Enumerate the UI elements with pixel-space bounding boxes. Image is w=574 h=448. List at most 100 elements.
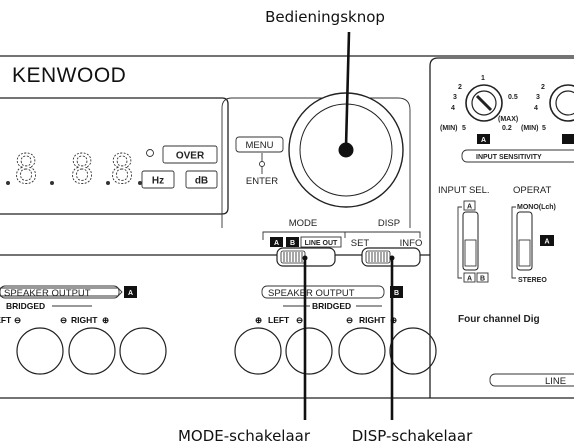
display-indicator-circle [146, 149, 154, 157]
mode-switch-ridges [283, 252, 303, 262]
operation-switch-slider [518, 239, 531, 267]
sens-tick-3b: 3 [536, 94, 540, 101]
input-sel-label: INPUT SEL. [438, 185, 490, 196]
speaker-output-a-label: SPEAKER OUTPUT [4, 288, 91, 299]
display-dot-2 [106, 181, 110, 185]
knob-housing-frame [221, 97, 411, 228]
input-sel-bracket [457, 206, 462, 279]
mono-label: MONO(Lch) [517, 204, 556, 211]
disp-bracket [345, 231, 421, 238]
display-frame [0, 97, 229, 215]
speaker-terminals-b [234, 327, 437, 375]
control-knob-center [338, 142, 354, 158]
display-digit-3: 8 [110, 147, 134, 193]
leader-dot-mode [302, 255, 308, 261]
input-sel-a-label: A [467, 204, 472, 211]
speaker-terminal-b4[interactable] [389, 327, 437, 375]
sens-max: (MAX) [498, 116, 518, 123]
speaker-output-b-label-box [261, 285, 385, 299]
speaker-a-badge-label: A [128, 290, 133, 297]
line-label: LINE [545, 376, 566, 387]
display-dot-3 [138, 181, 142, 185]
brand-logo: KENWOOD [12, 64, 126, 87]
left-b-minus: ⊖ [296, 315, 303, 325]
set-label: SET [351, 238, 370, 249]
sens-min-b: (MIN) [521, 125, 539, 132]
callout-disp-switch: DISP-schakelaar [352, 427, 473, 445]
bridged-a-label: BRIDGED [6, 301, 45, 311]
menu-button[interactable] [235, 136, 284, 153]
speaker-terminal-a2[interactable] [68, 327, 116, 375]
sens-tick-02: 0.2 [502, 125, 512, 132]
bridged-b-label: BRIDGED [312, 301, 351, 311]
right-section-frame [429, 57, 574, 398]
right-b-label: RIGHT [359, 315, 386, 325]
over-indicator-box [162, 145, 218, 164]
right-b-minus: ⊖ [346, 315, 353, 325]
input-sensitivity-label-box [461, 149, 574, 163]
info-label: INFO [400, 238, 423, 249]
sensitivity-knob-a[interactable] [465, 84, 503, 122]
speaker-b-badge-label: B [394, 290, 399, 297]
sens-tick-5: 5 [462, 125, 466, 132]
right-b-plus: ⊕ [390, 315, 397, 325]
hz-indicator-label: Hz [152, 176, 164, 187]
disp-switch-ridges [368, 252, 388, 262]
left-a-label: LEFT [0, 315, 12, 325]
menu-button-label: MENU [246, 140, 274, 151]
sensitivity-knob-a-pointer [475, 94, 493, 112]
sensitivity-knob-b-inner [555, 90, 574, 116]
leader-line-knob [344, 31, 351, 148]
speaker-terminal-b3[interactable] [338, 327, 386, 375]
sens-tick-2b: 2 [541, 84, 545, 91]
switch-b-label: B [290, 240, 295, 247]
input-sel-ab-b-label: B [480, 276, 485, 283]
line-out-badge-frame [300, 236, 342, 248]
sens-min: (MIN) [440, 125, 458, 132]
sens-tick-05: 0.5 [508, 94, 518, 101]
display-dot-1 [50, 181, 54, 185]
leader-dot-disp [389, 255, 395, 261]
display-digits: 8 8 8 [6, 147, 142, 193]
switch-a-badge [270, 237, 283, 247]
hz-indicator-box [141, 170, 175, 189]
right-a-label: RIGHT [71, 315, 98, 325]
mode-switch[interactable] [276, 247, 336, 267]
switch-b-badge [286, 237, 299, 247]
speaker-a-badge [124, 286, 137, 298]
left-b-plus: ⊕ [255, 315, 262, 325]
right-a-minus: ⊖ [60, 315, 67, 325]
right-a-plus: ⊕ [102, 315, 109, 325]
four-channel-label: Four channel Dig [458, 314, 540, 325]
operation-a-badge-label: A [544, 239, 549, 246]
operation-a-badge [540, 235, 554, 246]
switch-a-label: A [274, 240, 279, 247]
control-knob[interactable] [288, 92, 404, 208]
input-sel-ab-a-label: A [467, 276, 472, 283]
sensitivity-a-badge-label: A [481, 137, 486, 144]
line-out-label: LINE OUT [305, 240, 338, 247]
sens-tick-3: 3 [453, 94, 457, 101]
enter-label: ENTER [246, 176, 278, 187]
sensitivity-b-badge [562, 134, 574, 144]
input-sel-switch[interactable] [462, 211, 479, 271]
disp-label: DISP [378, 218, 400, 229]
speaker-terminals-a [16, 327, 167, 375]
input-sensitivity-label: INPUT SENSITIVITY [476, 154, 542, 161]
callout-control-knob: Bedieningsknop [265, 8, 385, 26]
sens-tick-4b: 4 [534, 105, 538, 112]
line-label-box [489, 373, 574, 387]
input-sel-ab-a-box [463, 272, 476, 283]
speaker-terminal-a1[interactable] [16, 327, 64, 375]
operation-switch[interactable] [516, 211, 533, 271]
speaker-terminal-a3[interactable] [119, 327, 167, 375]
sensitivity-knob-b[interactable] [549, 84, 574, 122]
speaker-output-a-label-box [0, 285, 120, 299]
speaker-terminal-b2[interactable] [285, 327, 333, 375]
input-sel-switch-slider [464, 239, 477, 267]
db-indicator-label: dB [195, 176, 208, 187]
speaker-terminal-b1[interactable] [234, 327, 282, 375]
display-dot-left [6, 181, 10, 185]
sens-tick-5b: 5 [542, 125, 546, 132]
